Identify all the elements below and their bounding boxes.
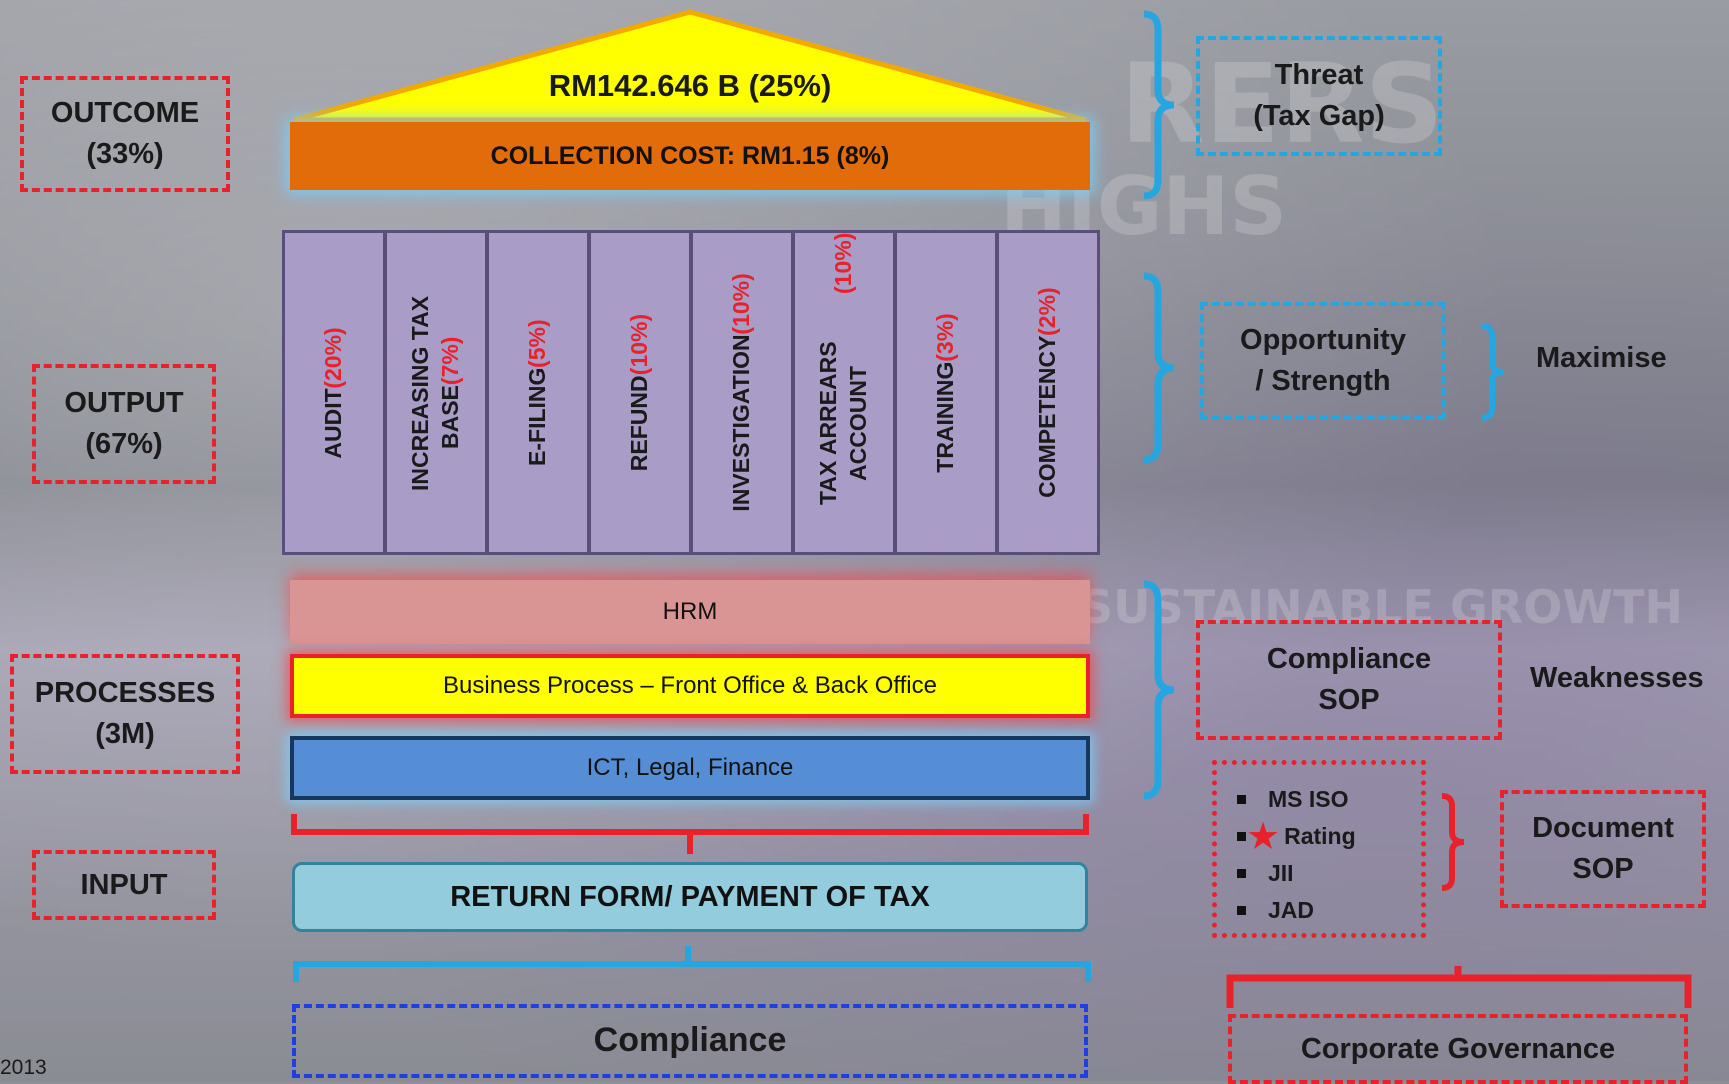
hrm-bar: HRM [290, 580, 1090, 644]
pillar-name: TRAINING [932, 361, 959, 473]
pillar-percentage: (10%) [728, 273, 755, 335]
processes-label: PROCESSES (3M) [10, 654, 240, 774]
opportunity-box: Opportunity / Strength [1200, 302, 1446, 420]
list-item: JII [1237, 855, 1421, 892]
pillar-investigation: INVESTIGATION(10%) [690, 230, 794, 555]
pillar-increasing-tax-base: INCREASING TAX BASE(7%) [384, 230, 488, 555]
pillar-percentage: (2%) [1034, 287, 1061, 336]
bullet-icon [1237, 795, 1246, 804]
document-brace [1441, 793, 1465, 891]
pillar-name: E-FILING [524, 367, 551, 466]
list-item-label: Rating [1284, 823, 1356, 849]
bullet-icon [1237, 906, 1246, 915]
pillar-name: INVESTIGATION [728, 334, 755, 512]
pillar-e-filing: E-FILING(5%) [486, 230, 590, 555]
compliance-sop-box: Compliance SOP [1196, 620, 1502, 740]
governance-bracket [1226, 966, 1692, 1008]
pillar-percentage: (7%) [437, 336, 463, 385]
pillar-name-text: INCREASING TAX BASE [407, 294, 463, 491]
roof-triangle [293, 9, 1087, 123]
maximise-label: Maximise [1536, 342, 1667, 374]
input-bracket [293, 946, 1091, 982]
ratings-list-box: MS ISO ★Rating JII JAD [1212, 760, 1426, 938]
list-item: JAD [1237, 892, 1421, 929]
pillar-percentage: (5%) [524, 319, 551, 368]
pillar-competency: COMPETENCY(2%) [996, 230, 1100, 555]
background-watermark-text: SUSTAINABLE GROWTH [1080, 580, 1683, 634]
star-icon: ★ [1246, 815, 1281, 858]
ict-legal-finance-bar: ICT, Legal, Finance [290, 736, 1090, 800]
input-label: INPUT [32, 850, 216, 920]
pillar-refund: REFUND(10%) [588, 230, 692, 555]
pillar-name: TAX ARREARS ACCOUNT [815, 341, 871, 505]
compliance-box: Compliance [292, 1004, 1088, 1078]
bullet-icon [1237, 869, 1246, 878]
corporate-governance-box: Corporate Governance [1228, 1014, 1688, 1084]
return-form-bar: RETURN FORM/ PAYMENT OF TAX [292, 862, 1088, 932]
processes-bracket [291, 814, 1089, 854]
weaknesses-label: Weaknesses [1530, 662, 1704, 694]
pillar-name: REFUND [626, 375, 653, 472]
pillar-percentage: (10%) [626, 313, 653, 376]
outcome-label: OUTCOME (33%) [20, 76, 230, 192]
threat-box: Threat (Tax Gap) [1196, 36, 1442, 156]
list-item-label: JAD [1268, 897, 1315, 923]
pillars-brace [1143, 272, 1175, 464]
pillar-name: AUDIT [320, 388, 347, 459]
pillar-name: COMPETENCY [1034, 335, 1061, 498]
list-item-label: JII [1268, 860, 1294, 886]
processes-brace [1143, 580, 1175, 800]
pillar-percentage: (20%) [320, 326, 347, 389]
roof-brace [1143, 10, 1175, 200]
pillar-tax-arrears-account: TAX ARREARS ACCOUNT (10%) [792, 230, 896, 555]
collection-cost-bar: COLLECTION COST: RM1.15 (8%) [290, 122, 1090, 190]
document-sop-box: Document SOP [1500, 790, 1706, 908]
list-item: ★Rating [1237, 815, 1421, 858]
list-item: MS ISO [1237, 781, 1421, 818]
business-process-bar: Business Process – Front Office & Back O… [290, 654, 1090, 718]
pillar-training: TRAINING(3%) [894, 230, 998, 555]
footer-year: 2013 [0, 1056, 47, 1079]
maximise-brace [1481, 323, 1505, 421]
roof-title: RM142.646 B (25%) [548, 68, 832, 103]
bullet-icon [1237, 832, 1246, 841]
list-item-label: MS ISO [1268, 786, 1349, 812]
pillar-name: INCREASING TAX BASE(7%) [406, 288, 466, 498]
pillar-audit: AUDIT(20%) [282, 230, 386, 555]
pillar-percentage: (3%) [932, 312, 959, 362]
pillar-percentage: (10%) [830, 233, 857, 295]
output-label: OUTPUT (67%) [32, 364, 216, 484]
